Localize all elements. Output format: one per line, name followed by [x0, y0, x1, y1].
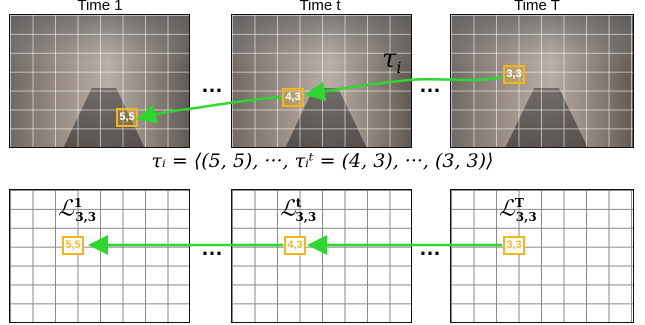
trajectory-formula: τᵢ = ⟨(5, 5), ···, τᵢᵗ = (4, 3), ···, (3… [151, 150, 494, 172]
cost-volume-time-t: 4,3 [231, 189, 412, 323]
frame-time-t: 4,3 [231, 14, 412, 148]
cost-label-time-1: ℒ13,3 [58, 196, 97, 224]
cost-volume-time-1: 5,5 [9, 189, 190, 323]
cost-volume-time-T: 3,3 [450, 189, 634, 323]
ellipsis-bottom-right: … [419, 235, 442, 260]
trajectory-cell-time-t: 4,3 [282, 88, 304, 107]
arrow-t-to-1-top [136, 95, 283, 124]
frame-time-1: 5,5 [9, 14, 190, 148]
time-label-T: Time T [514, 0, 560, 14]
cost-cell-time-1: 5,5 [62, 236, 84, 255]
arrow-T-to-t-top [305, 75, 503, 102]
time-label-t: Time t [299, 0, 341, 14]
cost-label-time-t: ℒt3,3 [280, 196, 317, 224]
cost-cell-time-T: 3,3 [503, 236, 525, 255]
ellipsis-top-left: … [201, 72, 224, 97]
trajectory-cell-time-T: 3,3 [503, 65, 525, 84]
ellipsis-bottom-left: … [201, 235, 224, 260]
frame-time-T: 3,3 [450, 14, 634, 148]
cost-label-time-T: ℒT3,3 [499, 196, 537, 224]
time-label-1: Time 1 [77, 0, 123, 14]
cost-cell-time-t: 4,3 [284, 236, 306, 255]
trajectory-label: τi [382, 44, 402, 78]
